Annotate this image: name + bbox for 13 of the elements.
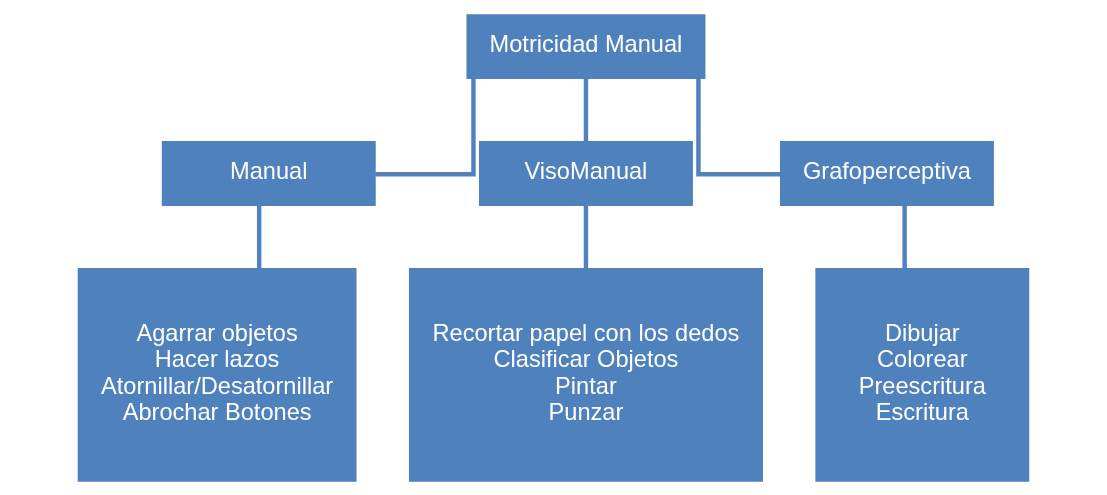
connector (583, 204, 589, 269)
node-box: Motricidad Manual (466, 13, 706, 79)
node-box: Dibujar Colorear Preescritura Escritura (815, 267, 1030, 482)
connector (696, 78, 781, 176)
node-box: Grafoperceptiva (779, 140, 994, 206)
node-box: Agarrar objetos Hacer lazos Atornillar/Desatornillar Abrochar Botones (77, 267, 357, 482)
connector (583, 78, 589, 141)
node-box: VisoManual (479, 140, 693, 206)
node-box: Recortar papel con los dedos Clasificar Objetos Pintar Punzar (408, 267, 763, 482)
connector (902, 204, 907, 269)
node-box: Manual (161, 140, 376, 206)
connector (256, 204, 262, 269)
connector (375, 78, 476, 176)
